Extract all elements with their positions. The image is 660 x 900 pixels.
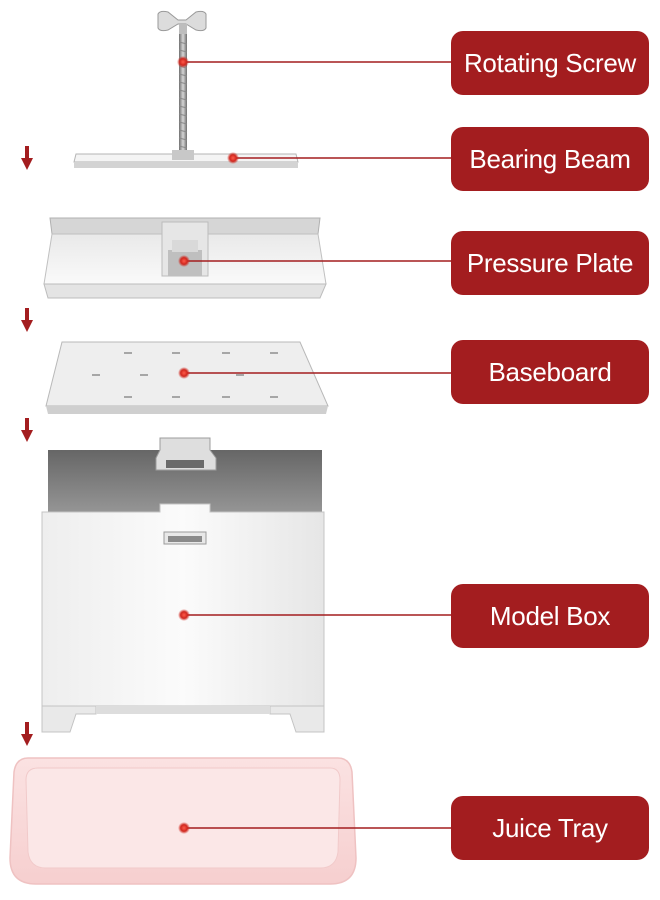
down-arrow-icon (21, 722, 33, 746)
label-model-box: Model Box (451, 584, 649, 648)
juice-tray-part (9, 757, 357, 885)
rotating-screw-part (157, 10, 207, 162)
leader-lines (183, 61, 451, 829)
dot-marker-icon (177, 56, 189, 68)
dot-marker-icon (178, 255, 190, 267)
bearing-beam-part (73, 150, 299, 168)
label-baseboard: Baseboard (451, 340, 649, 404)
dot-marker-icon (178, 822, 190, 834)
label-juice-tray: Juice Tray (451, 796, 649, 860)
label-text: Baseboard (488, 356, 612, 387)
label-bearing-beam: Bearing Beam (451, 127, 649, 191)
label-text: Rotating Screw (463, 47, 637, 78)
dot-marker-icon (178, 609, 190, 621)
dot-marker-icon (178, 367, 190, 379)
down-arrow-icon (21, 308, 33, 332)
pressure-plate-part (43, 217, 327, 299)
label-pressure-plate: Pressure Plate (451, 231, 649, 295)
label-text: Pressure Plate (466, 247, 634, 278)
label-text: Juice Tray (492, 812, 608, 843)
down-arrow-icon (21, 146, 33, 170)
label-text: Model Box (489, 600, 611, 631)
label-rotating-screw: Rotating Screw (451, 31, 649, 95)
down-arrow-icon (21, 418, 33, 442)
model-box-part (41, 437, 325, 733)
dot-marker-icon (227, 152, 239, 164)
label-text: Bearing Beam (469, 143, 631, 174)
